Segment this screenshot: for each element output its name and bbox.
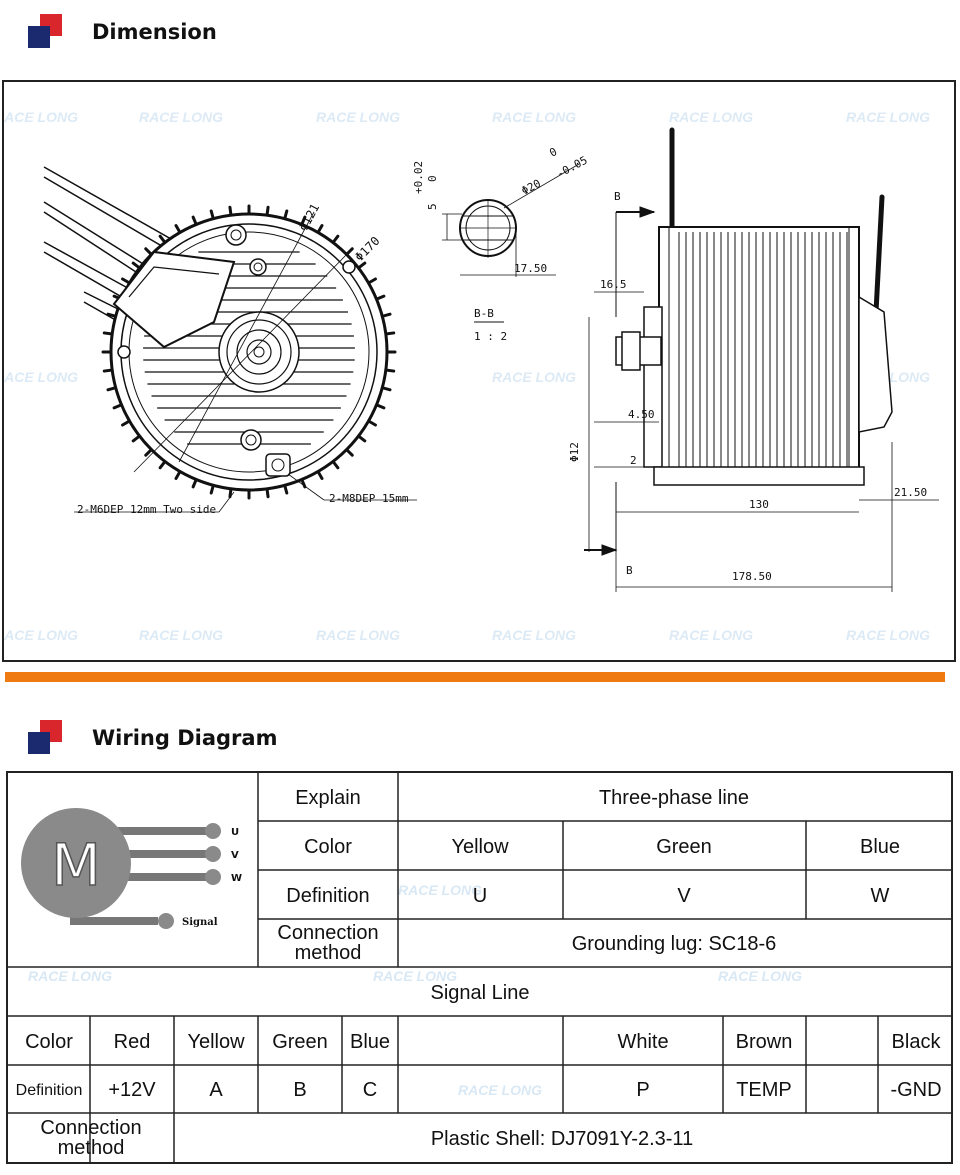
phase-color-blue: Blue	[860, 836, 900, 858]
signal-def-a: A	[209, 1079, 223, 1101]
dim-m8-note: 2-M8DEP 15mm	[329, 492, 409, 505]
motor-symbol: M U V W Signal	[21, 808, 242, 929]
phase-def-v: V	[677, 885, 691, 907]
signal-def-gnd: -GND	[890, 1079, 941, 1101]
phase-def-u: U	[473, 885, 487, 907]
watermark-text: RACE LONG	[139, 627, 223, 643]
watermark-text: RACE LONG	[492, 109, 576, 125]
dim-16-5: 16.5	[600, 278, 627, 291]
signal-color-brown: Brown	[736, 1031, 793, 1053]
watermark-text: RACE LONG	[669, 109, 753, 125]
wiring-table: RACE LONG RACE LONG RACE LONG RACE LONG …	[6, 771, 953, 1164]
terminal-v-label: V	[231, 850, 239, 861]
phase-color-yellow: Yellow	[451, 836, 509, 858]
signal-def-p: P	[636, 1079, 649, 1101]
section-bb-label: B-B	[474, 307, 494, 320]
watermark-text: RACE LONG	[492, 627, 576, 643]
dim-phi-121: Φ121	[296, 201, 322, 233]
signal-def-c: C	[363, 1079, 377, 1101]
signal-color-header: Color	[25, 1031, 73, 1053]
terminal-u-icon	[205, 823, 221, 839]
grounding-lug: Grounding lug: SC18-6	[572, 933, 777, 955]
dim-4-50: 4.50	[628, 408, 655, 421]
watermark-text: RACE LONG	[4, 627, 78, 643]
signal-connection-method-header: Connection method	[40, 1116, 142, 1159]
watermark-text: RACE LONG	[28, 968, 112, 984]
dim-key-5: 5	[426, 203, 439, 210]
terminal-u-label: U	[231, 827, 239, 838]
signal-color-red: Red	[114, 1031, 151, 1053]
dimension-heading: Dimension	[28, 12, 217, 52]
section-b-bottom: B	[626, 564, 633, 577]
section-scale-label: 1 : 2	[474, 330, 507, 343]
signal-color-green: Green	[272, 1031, 328, 1053]
terminal-signal-label: Signal	[182, 917, 218, 928]
watermark-text: RACE LONG	[4, 369, 78, 385]
watermark-text: RACE LONG	[4, 109, 78, 125]
plastic-shell: Plastic Shell: DJ7091Y-2.3-11	[431, 1128, 693, 1150]
signal-def-temp: TEMP	[736, 1079, 792, 1101]
connection-method-header: Connection method	[277, 922, 379, 964]
section-b-top: B	[614, 190, 621, 203]
signal-def-12v: +12V	[108, 1079, 156, 1101]
dim-phi-12: Φ12	[568, 442, 581, 462]
dim-21-50: 21.50	[894, 486, 927, 499]
dim-17-50: 17.50	[514, 262, 547, 275]
brand-logo-icon	[28, 14, 64, 50]
motor-side-view	[584, 127, 939, 592]
signal-definition-header: Definition	[16, 1082, 83, 1099]
motor-front-view	[43, 166, 417, 513]
watermark-text: RACE LONG	[458, 1082, 542, 1098]
signal-color-white: White	[617, 1031, 668, 1053]
terminal-w-icon	[205, 869, 221, 885]
shaft-section-bb	[442, 163, 580, 323]
terminal-signal-icon	[158, 913, 174, 929]
color-header: Color	[304, 836, 352, 858]
watermark-text: RACE LONG	[373, 968, 457, 984]
watermark-text: RACE LONG	[669, 627, 753, 643]
three-phase-header: Three-phase line	[599, 787, 749, 809]
explain-header: Explain	[295, 787, 361, 809]
signal-def-b: B	[293, 1079, 306, 1101]
dimension-drawing: RACE LONG RACE LONG RACE LONG RACE LONG …	[2, 80, 956, 662]
watermark-text: RACE LONG	[492, 369, 576, 385]
dim-m6-note: 2-M6DEP 12mm Two side	[77, 503, 216, 516]
signal-color-yellow: Yellow	[187, 1031, 245, 1053]
dim-130: 130	[749, 498, 769, 511]
phase-def-w: W	[871, 885, 890, 907]
section-divider	[5, 672, 945, 682]
wiring-title: Wiring Diagram	[92, 726, 278, 750]
brand-logo-icon	[28, 720, 64, 756]
watermark-text: RACE LONG	[316, 627, 400, 643]
dim-shaft-tol-zero: 0	[547, 145, 559, 160]
watermark-text: RACE LONG	[846, 627, 930, 643]
watermark-text: RACE LONG	[316, 109, 400, 125]
dim-tol-plus: +0.02	[412, 161, 425, 194]
phase-color-green: Green	[656, 836, 712, 858]
motor-letter: M	[51, 831, 101, 899]
terminal-v-icon	[205, 846, 221, 862]
signal-color-black: Black	[892, 1031, 942, 1053]
watermark-text: RACE LONG	[846, 109, 930, 125]
watermark-text: RACE LONG	[139, 109, 223, 125]
dim-178-50: 178.50	[732, 570, 772, 583]
definition-header: Definition	[286, 885, 369, 907]
dimension-title: Dimension	[92, 20, 217, 44]
dim-tol-zero: 0	[426, 175, 439, 182]
wiring-heading: Wiring Diagram	[28, 718, 277, 758]
watermark-text: RACE LONG	[398, 882, 482, 898]
dim-shaft-tol-neg: -0.05	[554, 154, 589, 181]
watermark-text: RACE LONG	[718, 968, 802, 984]
dim-shaft-dia: Φ20	[519, 177, 543, 198]
dim-phi-170: Φ170	[352, 234, 382, 264]
signal-color-blue: Blue	[350, 1031, 390, 1053]
dim-2: 2	[630, 454, 637, 467]
signal-line-header: Signal Line	[431, 982, 530, 1004]
terminal-w-label: W	[231, 873, 242, 884]
